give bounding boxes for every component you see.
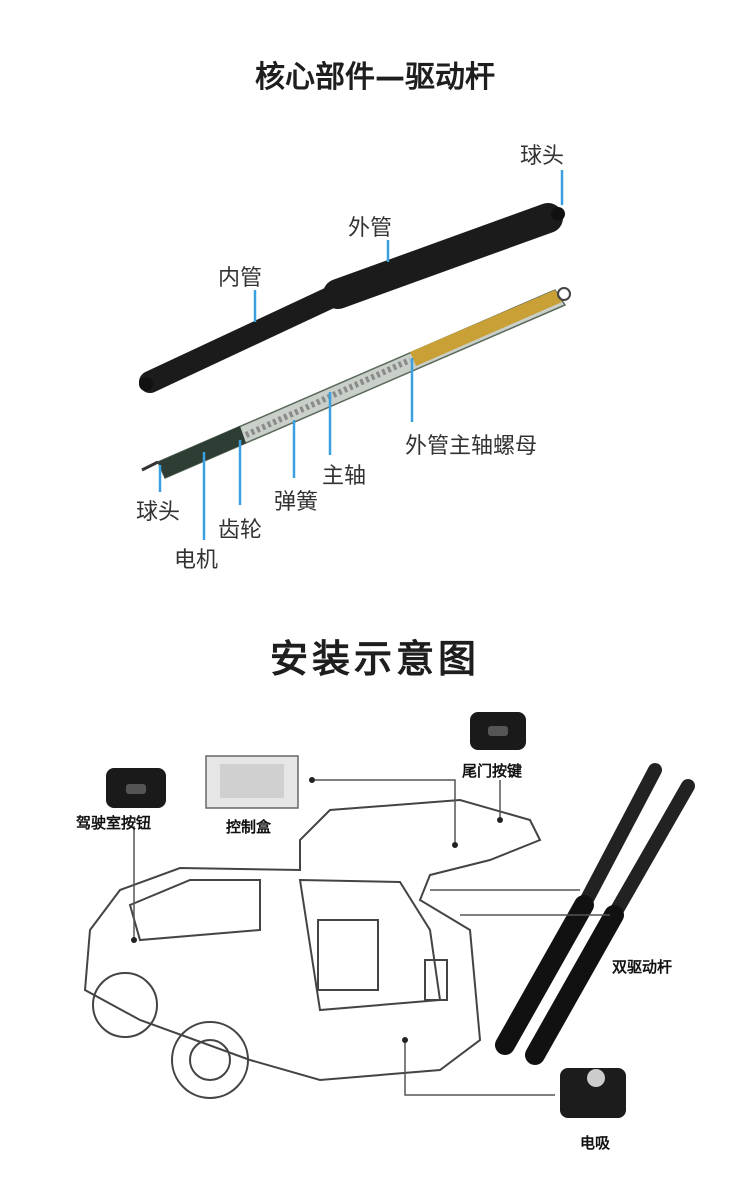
label-motor: 电机: [174, 548, 219, 573]
assembled-strut: [139, 203, 565, 393]
label-ball-head-top: 球头: [520, 144, 565, 169]
cutaway-strut: [141, 287, 571, 479]
label-tail-button: 尾门按键: [462, 762, 523, 780]
dual-struts-icon: [495, 763, 695, 1065]
strut-diagram: [139, 170, 571, 540]
label-main-shaft: 主轴: [322, 464, 367, 489]
connection-lines: [133, 779, 610, 1096]
label-spring: 弹簧: [274, 490, 319, 515]
suction-lock-icon: [560, 1068, 626, 1118]
section-title-core-part: 核心部件—驱动杆: [255, 60, 495, 95]
section-title-installation: 安装示意图: [269, 637, 480, 681]
label-gear: 齿轮: [218, 518, 263, 543]
label-driver-button: 驾驶室按钮: [76, 814, 152, 832]
label-suction-lock: 电吸: [580, 1134, 611, 1152]
tail-button-icon: [470, 712, 526, 750]
suv-outline: [83, 798, 542, 1099]
label-control-box: 控制盒: [226, 818, 272, 836]
control-box-icon: [205, 755, 299, 809]
label-ball-head-bottom: 球头: [136, 500, 181, 525]
leader-lines: [158, 170, 564, 540]
label-inner-tube: 内管: [218, 266, 263, 291]
driver-button-icon: [106, 768, 166, 808]
label-dual-struts: 双驱动杆: [612, 958, 673, 976]
label-outer-tube-nut: 外管主轴螺母: [405, 434, 538, 459]
label-outer-tube: 外管: [348, 216, 393, 241]
